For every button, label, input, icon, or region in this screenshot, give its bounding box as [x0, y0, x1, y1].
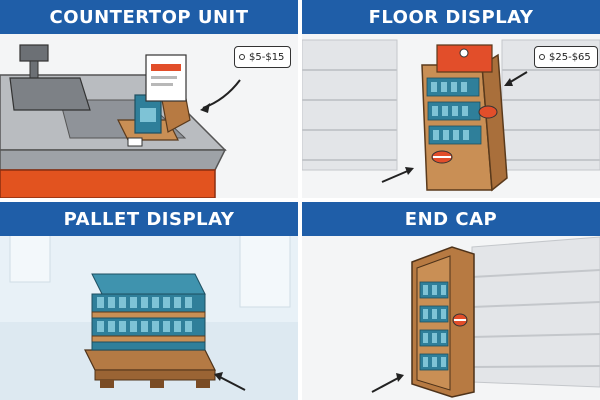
panel-title: COUNTERTOP UNIT — [49, 6, 249, 28]
price-tag-label: $25-$65 — [549, 51, 591, 63]
banner-pallet-display: PALLET DISPLAY — [0, 202, 298, 236]
banner-countertop: COUNTERTOP UNIT — [0, 0, 298, 34]
price-tag: $25-$65 — [534, 46, 598, 68]
panel-title: PALLET DISPLAY — [63, 208, 235, 230]
banner-end-cap: END CAP — [302, 202, 600, 236]
panel-title: END CAP — [404, 208, 498, 230]
price-tag-label: $5-$15 — [249, 51, 285, 63]
price-tag: $5-$15 — [234, 46, 292, 68]
pallet-display-panel: PALLET DISPLAY — [0, 202, 298, 400]
banner-floor-display: FLOOR DISPLAY — [302, 0, 600, 34]
end-cap-panel: END CAP — [302, 202, 600, 400]
panel-title: FLOOR DISPLAY — [368, 6, 534, 28]
countertop-unit-panel: COUNTERTOP UNIT $5-$15 — [0, 0, 298, 198]
floor-display-panel: FLOOR DISPLAY $25-$65 — [302, 0, 600, 198]
